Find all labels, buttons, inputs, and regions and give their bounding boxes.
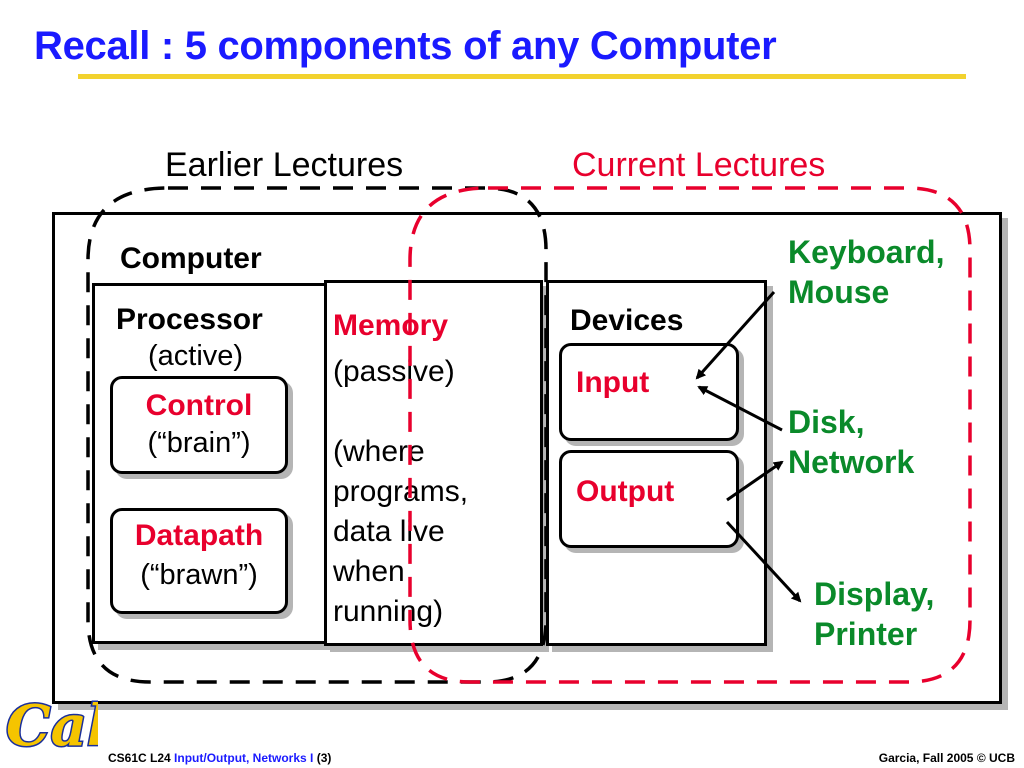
disk-network-label: Disk, Network	[788, 404, 915, 480]
devices-label: Devices	[570, 304, 684, 337]
footer-page: (3)	[316, 751, 332, 765]
datapath-box: Datapath (“brawn”)	[110, 508, 288, 614]
control-label: Control	[145, 389, 253, 422]
computer-label: Computer	[120, 242, 262, 275]
svg-text:Cal: Cal	[6, 693, 98, 759]
input-box: Input	[559, 343, 739, 441]
footer-course-info: CS61C L24 Input/Output, Networks I (3)	[108, 751, 331, 765]
datapath-note: (“brawn”)	[140, 559, 258, 591]
processor-note: (active)	[148, 340, 244, 372]
earlier-lectures-label: Earlier Lectures	[165, 146, 404, 184]
cal-logo-icon: Cal	[5, 692, 99, 760]
memory-description: (passive) (where programs, data live whe…	[333, 355, 469, 628]
output-label: Output	[576, 475, 675, 508]
datapath-label: Datapath	[134, 519, 264, 552]
footer-topic: Input/Output, Networks I	[174, 751, 314, 765]
output-box: Output	[559, 450, 739, 548]
control-note: (“brain”)	[147, 427, 251, 459]
control-box: Control (“brain”)	[110, 376, 288, 474]
memory-label: Memory	[333, 309, 449, 342]
display-printer-label: Display, Printer	[814, 576, 935, 652]
footer-course: CS61C L24	[108, 751, 171, 765]
slide-title: Recall : 5 components of any Computer	[34, 24, 777, 68]
current-lectures-label: Current Lectures	[572, 146, 826, 184]
title-underline	[78, 74, 966, 79]
keyboard-mouse-label: Keyboard, Mouse	[788, 234, 945, 310]
processor-label: Processor	[116, 303, 263, 336]
input-label: Input	[576, 366, 650, 399]
footer-credit: Garcia, Fall 2005 © UCB	[878, 751, 1015, 765]
